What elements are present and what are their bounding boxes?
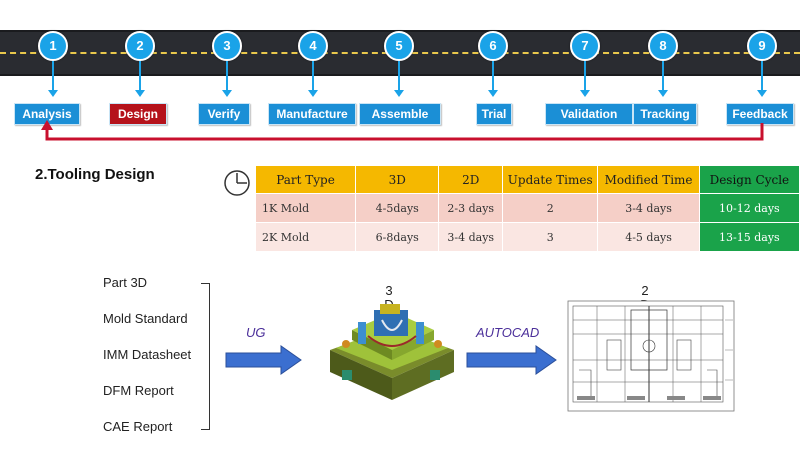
step-connector <box>492 61 494 91</box>
header-design-cycle: Design Cycle <box>698 165 800 194</box>
step-connector <box>139 61 141 91</box>
arrow-down-icon <box>308 90 318 97</box>
table-row: 1K Mold 4-5days 2-3 days 2 3-4 days 10-1… <box>254 193 800 223</box>
table-cell: 3 <box>502 222 599 252</box>
table-cell-design-cycle: 10-12 days <box>698 193 800 223</box>
step-number-6: 6 <box>478 31 508 61</box>
arrow-down-icon <box>757 90 767 97</box>
table-row: 2K Mold 6-8days 3-4 days 3 4-5 days 13-1… <box>254 222 800 252</box>
arrow-down-icon <box>488 90 498 97</box>
step-number-3: 3 <box>212 31 242 61</box>
input-dfm-report: DFM Report <box>103 383 174 398</box>
mold-2d-drawing-image <box>567 300 735 412</box>
header-update-times: Update Times <box>502 165 599 194</box>
section-title: 2.Tooling Design <box>35 166 155 183</box>
step-design: Design <box>109 103 167 125</box>
table-cell: 4-5 days <box>597 222 700 252</box>
step-connector <box>584 61 586 91</box>
table-cell: 6-8days <box>355 222 440 252</box>
input-mold-standard: Mold Standard <box>103 311 188 326</box>
input-imm-datasheet: IMM Datasheet <box>103 347 192 362</box>
step-number-4: 4 <box>298 31 328 61</box>
input-cae-report: CAE Report <box>103 419 173 434</box>
header-part-type: Part Type <box>254 165 357 194</box>
step-connector <box>662 61 664 91</box>
step-analysis: Analysis <box>14 103 80 125</box>
arrow-right-icon <box>225 345 302 375</box>
step-number-9: 9 <box>747 31 777 61</box>
step-connector <box>398 61 400 91</box>
header-modified-time: Modified Time <box>597 165 700 194</box>
table-cell: 2-3 days <box>438 193 504 223</box>
mold-3d-model-image <box>330 304 454 400</box>
table-cell: 3-4 days <box>597 193 700 223</box>
table-cell: 3-4 days <box>438 222 504 252</box>
design-cycle-table: Part Type 3D 2D Update Times Modified Ti… <box>254 165 800 252</box>
table-header-row: Part Type 3D 2D Update Times Modified Ti… <box>254 165 800 194</box>
step-manufacture: Manufacture <box>268 103 356 125</box>
feedback-loop-arrow <box>41 120 764 141</box>
arrow-right-icon <box>466 345 557 375</box>
arrow-down-icon <box>658 90 668 97</box>
input-part-3d: Part 3D <box>103 275 148 290</box>
table-cell: 2 <box>502 193 599 223</box>
step-number-7: 7 <box>570 31 600 61</box>
table-cell: 1K Mold <box>254 193 357 223</box>
arrow-down-icon <box>222 90 232 97</box>
tool-label-autocad: AUTOCAD <box>476 325 540 340</box>
step-assemble: Assemble <box>359 103 441 125</box>
step-number-5: 5 <box>384 31 414 61</box>
step-tracking: Tracking <box>633 103 697 125</box>
inputs-bracket <box>201 283 210 430</box>
table-cell-design-cycle: 13-15 days <box>698 222 800 252</box>
tool-label-ug: UG <box>246 325 266 340</box>
header-3d: 3D <box>355 165 440 194</box>
step-feedback: Feedback <box>726 103 794 125</box>
header-2d: 2D <box>438 165 504 194</box>
arrow-down-icon <box>48 90 58 97</box>
clock-icon <box>224 170 250 196</box>
step-verify: Verify <box>198 103 250 125</box>
arrow-down-icon <box>580 90 590 97</box>
step-connector <box>761 61 763 91</box>
table-cell: 4-5days <box>355 193 440 223</box>
step-number-1: 1 <box>38 31 68 61</box>
step-number-8: 8 <box>648 31 678 61</box>
road-edge-bottom <box>0 74 800 76</box>
step-connector <box>226 61 228 91</box>
arrow-down-icon <box>394 90 404 97</box>
step-connector <box>312 61 314 91</box>
step-validation: Validation <box>545 103 633 125</box>
step-connector <box>52 61 54 91</box>
table-cell: 2K Mold <box>254 222 357 252</box>
step-trial: Trial <box>476 103 512 125</box>
step-number-2: 2 <box>125 31 155 61</box>
arrow-down-icon <box>135 90 145 97</box>
